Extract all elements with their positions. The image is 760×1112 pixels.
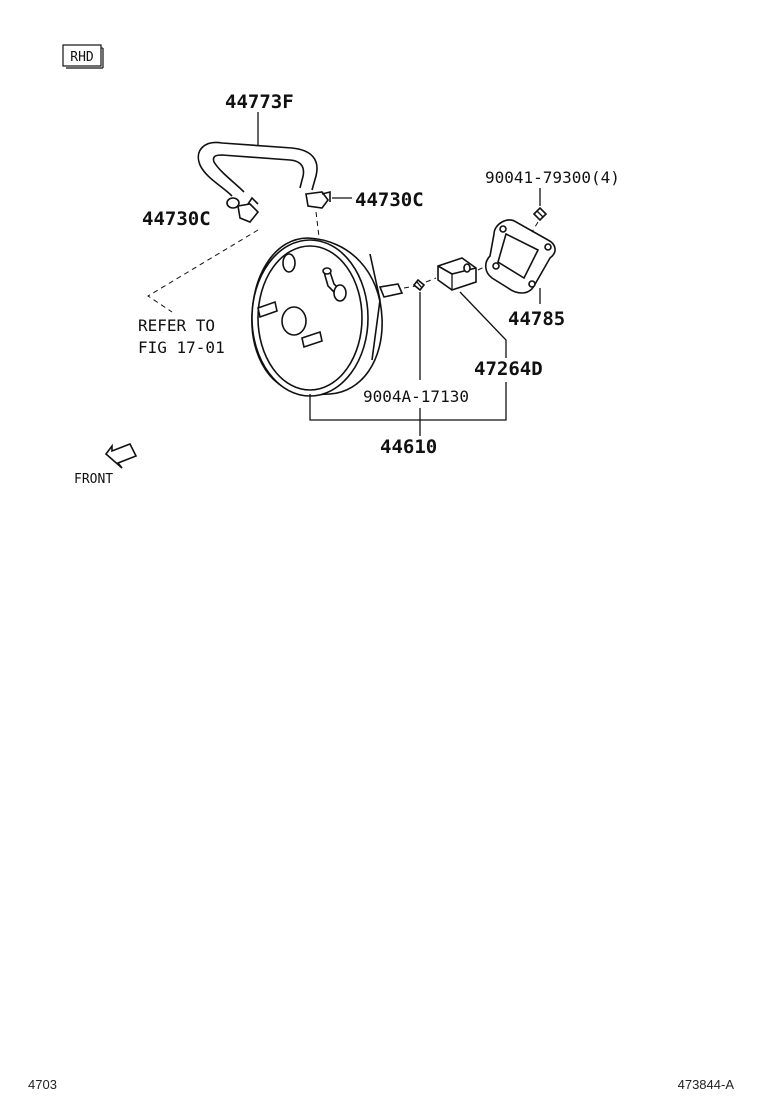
refer-text-line2: FIG 17-01 — [138, 338, 225, 357]
label-nut-four: 90041-79300(4) — [485, 168, 620, 187]
nut-four — [532, 206, 548, 222]
brake-booster — [251, 237, 404, 397]
clevis — [437, 257, 477, 291]
clip-right — [305, 190, 331, 209]
front-arrow: FRONT — [74, 442, 138, 487]
label-clip-right: 44730C — [355, 189, 424, 211]
dashed-clevis-link — [425, 277, 437, 283]
footer-left-code: 4703 — [28, 1077, 57, 1092]
refer-text-line1: REFER TO — [138, 316, 215, 335]
dashed-gasket-link — [477, 261, 495, 271]
leader-booster-bracket — [309, 382, 507, 421]
reference-dashed-line — [147, 229, 259, 313]
label-clip-left: 44730C — [142, 208, 211, 230]
gasket — [484, 219, 556, 294]
label-clevis: 47264D — [474, 358, 543, 380]
nut-single — [412, 278, 426, 292]
clip-left — [226, 196, 260, 223]
label-gasket: 44785 — [508, 308, 565, 330]
dashed-nut-four-link — [531, 221, 539, 233]
rhd-badge: RHD — [62, 44, 104, 69]
vacuum-hose — [197, 141, 318, 197]
label-nut: 9004A-17130 — [363, 387, 469, 406]
label-booster: 44610 — [380, 436, 437, 458]
front-arrow-label: FRONT — [74, 472, 113, 487]
label-hose: 44773F — [225, 91, 294, 113]
leader-clevis — [459, 291, 507, 358]
dashed-nut-link — [403, 285, 417, 289]
footer-right-code: 473844-A — [678, 1077, 735, 1092]
rhd-badge-text: RHD — [70, 50, 94, 65]
